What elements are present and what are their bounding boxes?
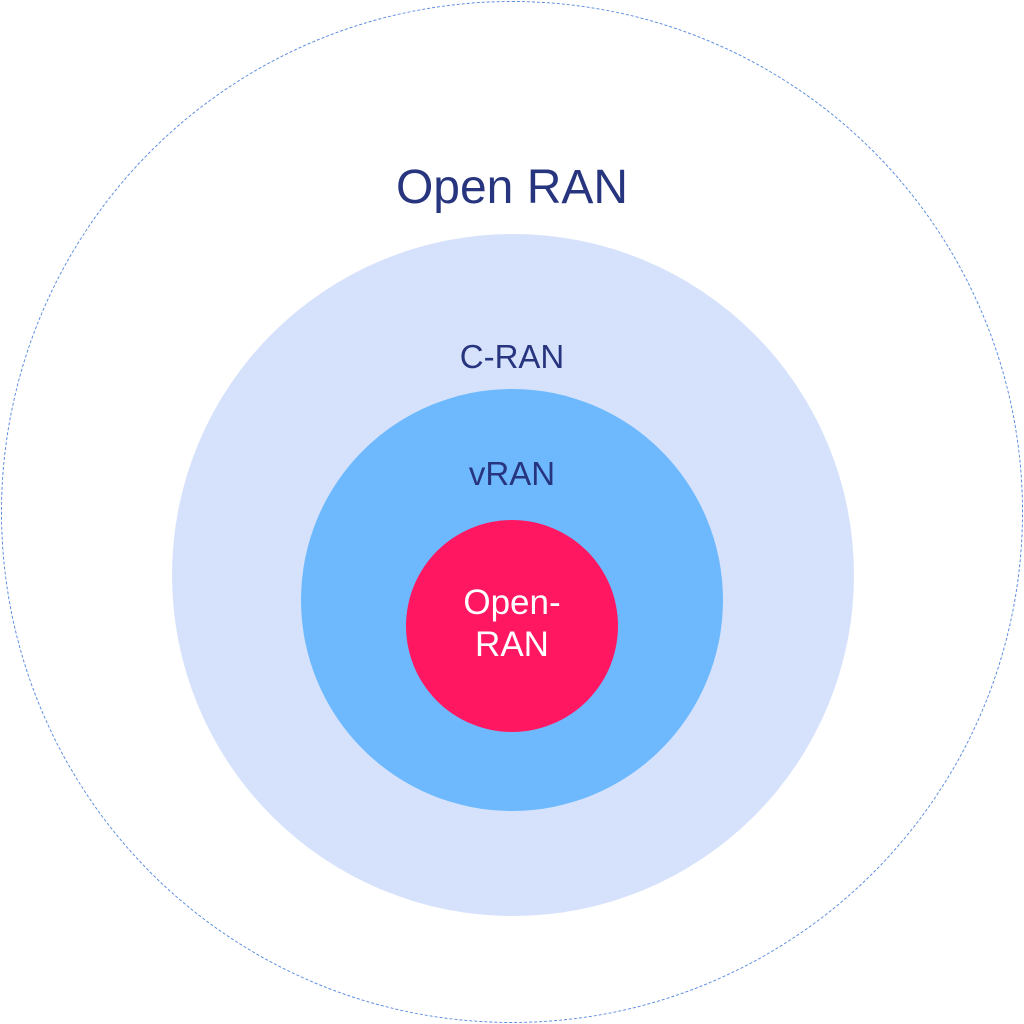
open-ran-label: Open RAN	[395, 161, 629, 214]
core-label-line-2: RAN	[475, 625, 549, 664]
c-ran-label: C-RAN	[459, 338, 565, 375]
core-label: Open- RAN	[0, 582, 1024, 666]
core-label-line-1: Open-	[463, 583, 561, 622]
open-ran-core-circle	[406, 520, 618, 732]
vran-label: vRAN	[468, 455, 556, 492]
